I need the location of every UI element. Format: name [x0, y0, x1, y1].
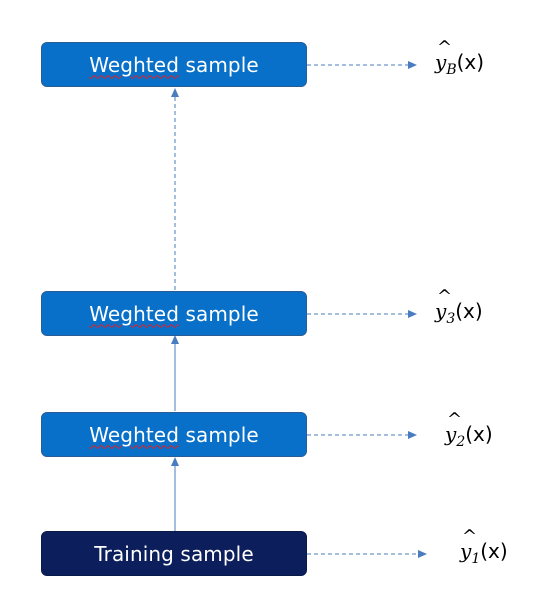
- output-subscript: 2: [456, 434, 466, 450]
- output-argument: (x): [455, 299, 483, 323]
- arrowhead-right-b: [408, 61, 417, 69]
- output-label-3: ^y3(x): [435, 286, 483, 327]
- output-subscript: 1: [471, 551, 481, 567]
- hat-accent: ^: [447, 409, 463, 430]
- arrowhead-up-1: [171, 457, 179, 466]
- weighted-sample-box-2: Weghted sample: [41, 412, 307, 457]
- hat-accent: ^: [437, 286, 453, 307]
- output-symbol: y: [435, 299, 447, 323]
- y-hat-symbol: ^y: [435, 37, 452, 74]
- y-hat-symbol: ^y: [460, 526, 477, 563]
- box-label-suffix: sample: [179, 422, 259, 447]
- output-label-b: ^yB(x): [435, 37, 485, 78]
- box-label-prefix: Weghted: [89, 422, 180, 447]
- box-label-suffix: sample: [173, 541, 254, 566]
- output-label-1: ^y1(x): [460, 526, 508, 567]
- arrowhead-up-2: [171, 335, 179, 344]
- output-subscript: B: [446, 62, 457, 78]
- output-symbol: y: [435, 50, 447, 74]
- output-argument: (x): [465, 422, 493, 446]
- box-label-prefix: Weghted: [89, 301, 180, 326]
- box-label-prefix: Training: [94, 541, 174, 566]
- hat-accent: ^: [462, 526, 478, 547]
- output-symbol: y: [445, 422, 457, 446]
- output-subscript: 3: [446, 311, 456, 327]
- arrowhead-right-1: [418, 550, 427, 558]
- output-label-2: ^y2(x): [445, 409, 493, 450]
- arrowhead-right-2: [408, 431, 417, 439]
- output-argument: (x): [456, 50, 485, 74]
- output-symbol: y: [460, 539, 472, 563]
- output-argument: (x): [480, 539, 508, 563]
- weighted-sample-box-3: Weghted sample: [41, 291, 307, 336]
- arrowhead-right-3: [408, 310, 417, 318]
- box-label-prefix: Weghted: [89, 52, 180, 77]
- y-hat-symbol: ^y: [445, 409, 462, 446]
- arrowhead-up-3: [171, 88, 179, 97]
- hat-accent: ^: [437, 37, 453, 58]
- training-sample-box: Training sample: [41, 531, 307, 576]
- weighted-sample-box-b: Weghted sample: [41, 42, 307, 87]
- y-hat-symbol: ^y: [435, 286, 452, 323]
- box-label-suffix: sample: [179, 52, 259, 77]
- box-label-suffix: sample: [179, 301, 259, 326]
